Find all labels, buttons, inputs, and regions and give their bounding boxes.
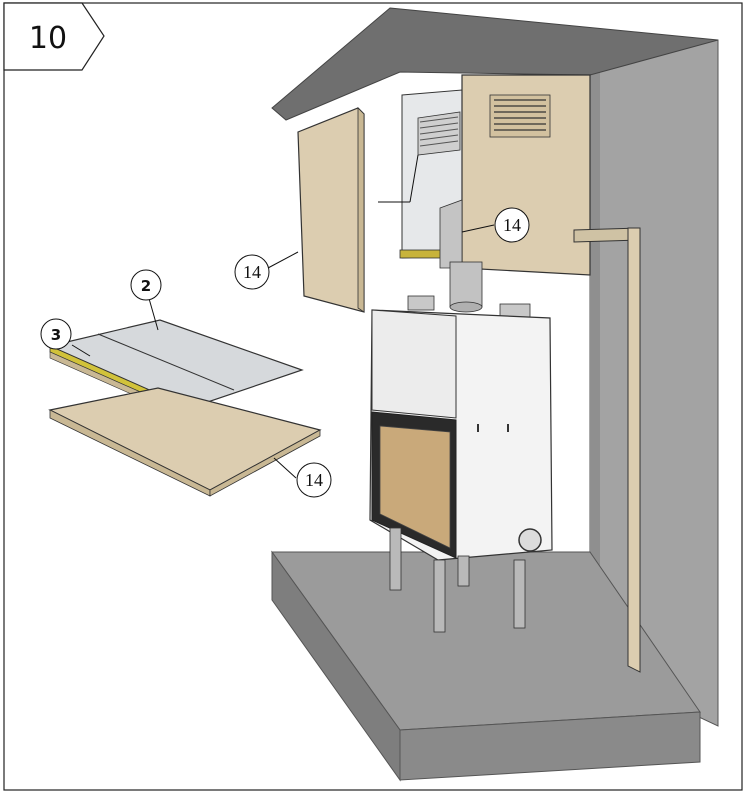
callout-upper-left-panel-label: 14 xyxy=(243,262,261,282)
stove-legs xyxy=(389,527,526,633)
left-loose-panel xyxy=(297,107,365,313)
flue-pipe-center xyxy=(449,261,483,308)
batten-vertical xyxy=(627,227,641,673)
left-panel-edge xyxy=(357,107,365,313)
callout-inner-panel-label: 14 xyxy=(503,215,521,235)
hood-vent-slats xyxy=(494,99,546,131)
ceiling-slab xyxy=(271,7,719,121)
hood-vent-grille xyxy=(489,94,551,138)
inner-vent-grille xyxy=(417,111,461,156)
leader-lines xyxy=(71,154,495,479)
insulation-seam xyxy=(97,333,235,391)
flue-elbow xyxy=(439,199,463,269)
callout-top-panel: 2 xyxy=(130,269,162,301)
stove-air-inlet xyxy=(518,528,542,552)
callout-top-panel-label: 2 xyxy=(141,277,151,295)
stove-glass xyxy=(379,425,451,549)
inner-vent-slats xyxy=(419,116,459,147)
floor-side-front xyxy=(399,711,701,781)
callout-side-strip: 3 xyxy=(40,318,72,350)
frame-border xyxy=(3,2,743,791)
callout-tray-label: 14 xyxy=(305,470,323,490)
callout-tray: 14 xyxy=(296,462,332,498)
callout-upper-left-panel: 14 xyxy=(234,254,270,290)
base-tray xyxy=(48,387,322,491)
stove-top-hood xyxy=(371,309,457,419)
tray-right-edge xyxy=(209,429,321,497)
flue-collar-left xyxy=(407,295,435,311)
wall-edge xyxy=(590,40,600,670)
flue-collar-center xyxy=(449,301,483,313)
step-badge: 10 xyxy=(3,2,105,71)
step-number: 10 xyxy=(29,21,67,56)
callout-inner-panel: 14 xyxy=(494,207,530,243)
callout-side-strip-label: 3 xyxy=(51,326,61,344)
